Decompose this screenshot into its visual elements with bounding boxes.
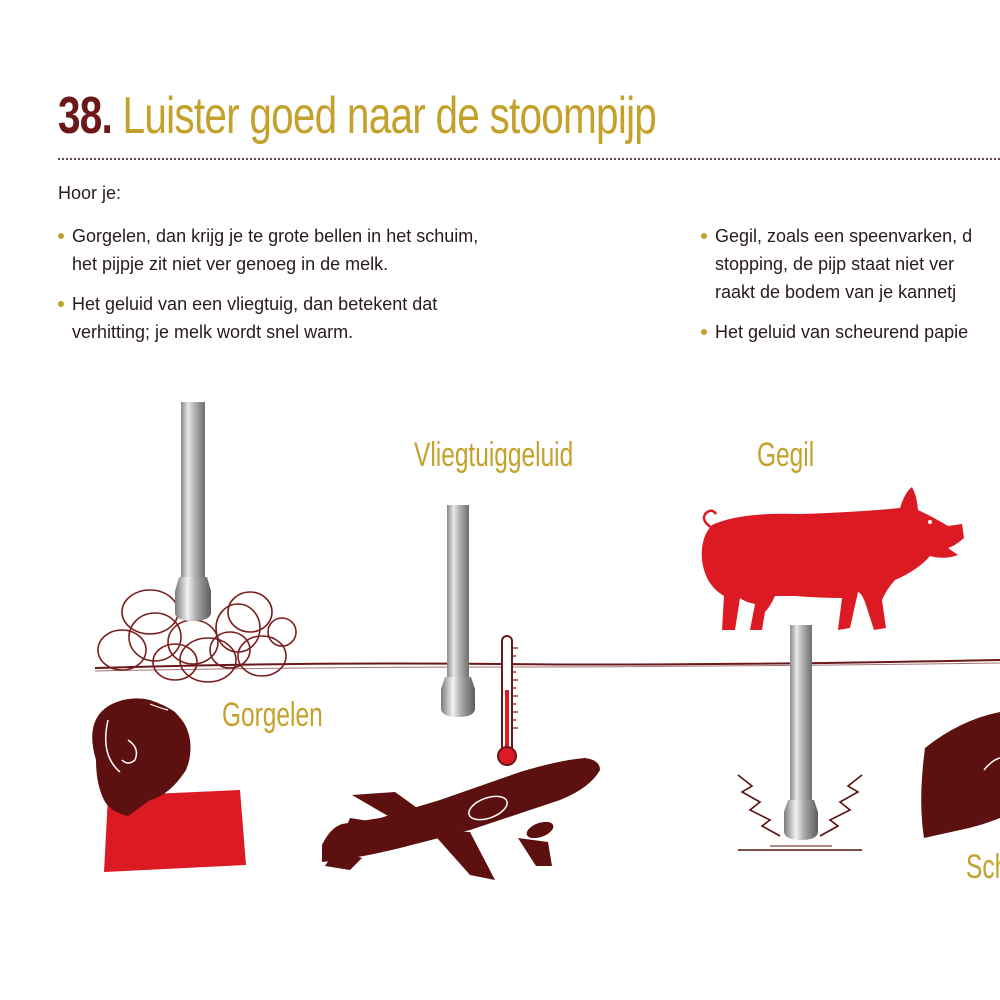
gargling-head-icon <box>92 698 246 872</box>
section-title: Luister goed naar de stoompijp <box>122 87 657 145</box>
line: Gorgelen, dan krijg je te grote bellen i… <box>72 226 479 246</box>
line: raakt de bodem van je kannetj <box>715 282 957 302</box>
line: Het geluid van scheurend papie <box>715 322 969 342</box>
bullet-gegil: Gegil, zoals een speenvarken, d stopping… <box>701 222 1000 306</box>
line: stopping, de pijp staat niet ver <box>715 254 955 274</box>
steam-wand-gorgelen <box>175 402 211 621</box>
line: Gegil, zoals een speenvarken, d <box>715 226 973 246</box>
section-number: 38. <box>58 87 113 145</box>
label-gorgelen: Gorgelen <box>222 696 323 734</box>
pig-icon <box>701 487 964 630</box>
bullet-list-right: Gegil, zoals een speenvarken, d stopping… <box>701 222 1000 358</box>
thermometer-icon <box>497 635 518 766</box>
label-vliegtuiggeluid: Vliegtuiggeluid <box>414 436 574 474</box>
label-scheuren: Sch <box>966 848 1000 886</box>
line: Het geluid van een vliegtuig, dan beteke… <box>72 294 438 314</box>
airplane-icon <box>322 758 600 880</box>
line: verhitting; je melk wordt snel warm. <box>72 322 354 342</box>
line: het pijpje zit niet ver genoeg in de mel… <box>72 254 389 274</box>
page-title: 38. Luister goed naar de stoompijp <box>58 84 657 148</box>
milk-surface-line <box>94 659 1000 669</box>
steam-wand-vliegtuig <box>441 505 475 717</box>
hand-paper-icon <box>921 712 1000 838</box>
bullet-scheuren: Het geluid van scheurend papie <box>701 318 1000 346</box>
bullet-vliegtuig: Het geluid van een vliegtuig, dan beteke… <box>58 290 478 346</box>
bubbles <box>97 589 297 683</box>
steam-wand-gegil <box>784 625 818 840</box>
label-gegil: Gegil <box>757 436 815 474</box>
bullet-list-left: Gorgelen, dan krijg je te grote bellen i… <box>58 222 478 358</box>
intro-text: Hoor je: <box>58 183 122 203</box>
bullet-gorgelen: Gorgelen, dan krijg je te grote bellen i… <box>58 222 478 278</box>
dotted-divider <box>58 158 1000 160</box>
vibration-lines <box>737 774 863 851</box>
